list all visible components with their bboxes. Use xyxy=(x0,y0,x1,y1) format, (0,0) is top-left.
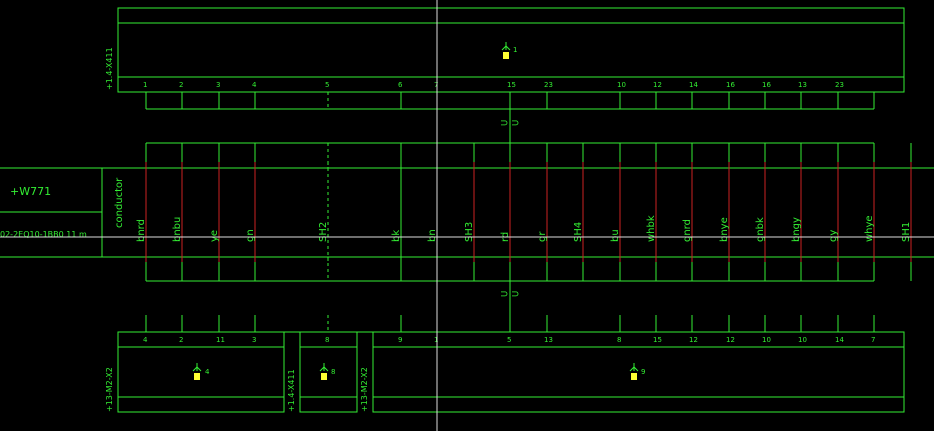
conductor-label: bu xyxy=(610,229,621,242)
top-strip-frame xyxy=(117,7,905,93)
bottom-pin-label: 12 xyxy=(689,336,698,344)
conductor-label: bnye xyxy=(719,217,730,242)
bottom-strip-2-marker-label: 8 xyxy=(331,368,335,376)
cable-body[interactable]: +W771 02-2EQ10-1BB0 11 m conductor bnrd b… xyxy=(0,109,934,315)
conductor-label: bngy xyxy=(791,217,802,242)
bottom-strip-3[interactable]: +13-M2-X2 9 xyxy=(360,331,905,413)
top-terminal-cells xyxy=(145,92,875,110)
bottom-strip-2[interactable]: +1.4-X411 8 xyxy=(287,331,358,413)
bottom-pin-label: 9 xyxy=(398,336,402,344)
bottom-pin-label: 8 xyxy=(325,336,329,344)
bottom-strip-3-frame xyxy=(372,331,905,413)
top-pin-label: 2 xyxy=(179,81,183,89)
bottom-pin-label: 2 xyxy=(179,336,183,344)
bottom-pin-label: 8 xyxy=(617,336,621,344)
bottom-strip-2-frame xyxy=(299,331,358,413)
bottom-pin-label: 14 xyxy=(835,336,844,344)
bottom-strip-1[interactable]: +13-M2-X2 4 xyxy=(105,331,285,413)
bottom-connector-icon[interactable]: ⊃ xyxy=(500,289,508,300)
top-pin-label: 6 xyxy=(398,81,403,89)
bottom-pin-label: 10 xyxy=(762,336,771,344)
bottom-pin-label: 5 xyxy=(507,336,511,344)
conductor-label: bk xyxy=(391,230,402,242)
top-pin-label: 16 xyxy=(762,81,771,89)
conductor-header: conductor xyxy=(114,177,125,228)
conductor-label: SH1 xyxy=(901,222,912,242)
bottom-connector-icon-2[interactable]: ⊃ xyxy=(511,289,519,300)
top-pin-label: 23 xyxy=(835,81,844,89)
conductor-label: bnbu xyxy=(172,217,183,242)
top-pin-label: 3 xyxy=(216,81,220,89)
top-pin-label: 13 xyxy=(798,81,807,89)
top-strip-label: +1.4-X411 xyxy=(105,47,114,90)
top-strip-marker-icon[interactable] xyxy=(501,42,511,59)
bottom-pin-label: 7 xyxy=(871,336,875,344)
bottom-pin-label: 3 xyxy=(252,336,256,344)
conductor-label: bnrd xyxy=(136,219,147,242)
conductor-label: ye xyxy=(209,230,220,242)
bottom-pin-label: 11 xyxy=(216,336,225,344)
top-pin-label: 4 xyxy=(252,81,257,89)
cable-spec: 02-2EQ10-1BB0 11 m xyxy=(0,230,87,239)
conductor-label: gnrd xyxy=(682,219,693,242)
bottom-strip-3-marker-icon[interactable] xyxy=(629,363,639,380)
bottom-pin-label: 4 xyxy=(143,336,148,344)
bottom-terminal-cells xyxy=(145,315,875,333)
conductor-label: SH4 xyxy=(573,222,584,242)
top-pin-label: 16 xyxy=(726,81,735,89)
conductor-label: bn xyxy=(427,229,438,242)
bottom-strip-3-label: +13-M2-X2 xyxy=(360,367,369,412)
conductor-label: gr xyxy=(537,231,548,242)
conductor-label: whbk xyxy=(646,215,657,242)
bottom-strip-2-marker-icon[interactable] xyxy=(319,363,329,380)
conductor-label: whye xyxy=(864,215,875,242)
bottom-strip-3-marker-label: 9 xyxy=(641,368,645,376)
bottom-strip-1-marker-icon[interactable] xyxy=(192,363,202,380)
conductor-label: SH2 xyxy=(318,222,329,242)
top-pin-label: 12 xyxy=(653,81,662,89)
top-connector-icon-2[interactable]: ⊃ xyxy=(511,118,519,129)
top-pin-label: 10 xyxy=(617,81,626,89)
conductor-label: gy xyxy=(828,230,839,242)
top-strip-marker-label: 1 xyxy=(513,46,517,54)
top-pin-label: 23 xyxy=(544,81,553,89)
cable-name[interactable]: +W771 xyxy=(10,185,51,198)
top-pin-label: 5 xyxy=(325,81,329,89)
bottom-strip-1-frame xyxy=(117,331,285,413)
bottom-strip-1-label: +13-M2-X2 xyxy=(105,367,114,412)
bottom-pin-label: 13 xyxy=(544,336,553,344)
bottom-pin-label: 12 xyxy=(726,336,735,344)
top-pin-label: 14 xyxy=(689,81,698,89)
conductor-label: gnbk xyxy=(755,217,766,242)
bottom-strip-1-marker-label: 4 xyxy=(205,368,210,376)
bottom-strip-2-label: +1.4-X411 xyxy=(287,369,296,412)
top-pin-label: 15 xyxy=(507,81,516,89)
conductor-label: gn xyxy=(245,229,256,242)
top-connector-icon[interactable]: ⊃ xyxy=(500,118,508,129)
bottom-pin-label: 1 xyxy=(434,336,438,344)
top-pin-label: 7 xyxy=(434,81,438,89)
bottom-pin-label: 10 xyxy=(798,336,807,344)
top-pin-label: 1 xyxy=(143,81,147,89)
bottom-pin-label: 15 xyxy=(653,336,662,344)
conductor-label: SH3 xyxy=(464,222,475,242)
